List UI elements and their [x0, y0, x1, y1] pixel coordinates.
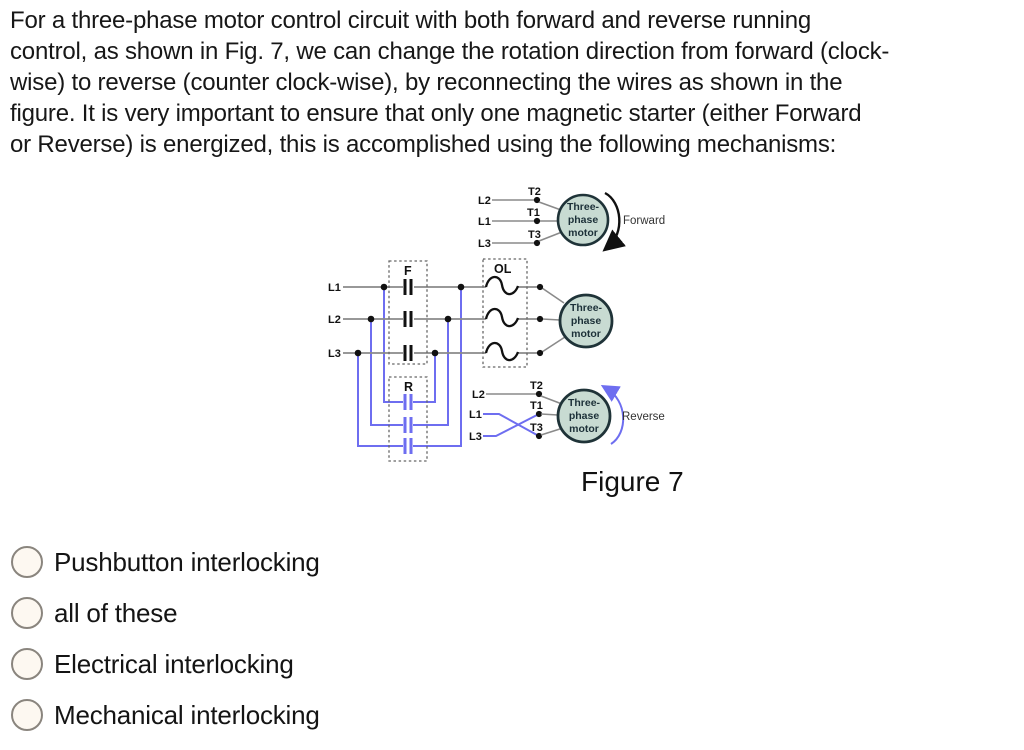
label-t3: T3 — [528, 229, 541, 241]
forward-motor-circle — [556, 193, 610, 247]
label-l3: L3 — [469, 431, 482, 443]
forward-rotation-arrow — [602, 191, 626, 252]
forward-motor-group: L2 T2 L1 T1 L3 T3 Three- phase motor For… — [478, 186, 665, 252]
option-label: Pushbutton interlocking — [54, 546, 320, 577]
r-contactor-box — [388, 376, 428, 462]
ol-box — [482, 258, 528, 368]
label-r: R — [404, 380, 413, 394]
label-t2: T2 — [528, 186, 541, 198]
option-label: all of these — [54, 597, 178, 628]
label-t2: T2 — [530, 380, 543, 392]
motor-text: motor — [571, 328, 601, 340]
reverse-label: Reverse — [622, 411, 665, 423]
motor-text: Three- — [570, 302, 603, 314]
label-l2: L2 — [472, 389, 485, 401]
main-motor-circle — [558, 293, 614, 349]
label-t3: T3 — [530, 422, 543, 434]
option-row-3[interactable]: Electrical interlocking — [11, 648, 320, 680]
reverse-motor-circle — [556, 388, 612, 444]
option-row-2[interactable]: all of these — [11, 597, 320, 629]
reverse-motor-group: L2 T2 L1 L3 T1 T3 Three- phase motor Rev… — [469, 380, 665, 445]
overload-elements — [484, 275, 520, 362]
radio-button[interactable] — [11, 699, 43, 731]
question-text: For a three-phase motor control circuit … — [10, 7, 890, 158]
radio-button[interactable] — [11, 546, 43, 578]
forward-label: Forward — [623, 215, 665, 227]
figure-caption: Figure 7 — [581, 466, 684, 497]
label-l1: L1 — [328, 282, 341, 294]
option-label: Mechanical interlocking — [54, 699, 320, 730]
label-t1: T1 — [530, 400, 543, 412]
label-l2: L2 — [328, 314, 341, 326]
radio-button[interactable] — [11, 648, 43, 680]
f-contactor-box — [388, 260, 428, 365]
motor-text: phase — [568, 214, 599, 226]
label-ol: OL — [494, 262, 512, 276]
motor-text: phase — [571, 315, 602, 327]
label-l2: L2 — [478, 195, 491, 207]
label-l1: L1 — [469, 409, 482, 421]
label-t1: T1 — [527, 207, 540, 219]
motor-text: Three- — [567, 201, 600, 213]
reverse-contactor-wiring — [357, 289, 462, 454]
label-l3: L3 — [478, 238, 491, 250]
option-label: Electrical interlocking — [54, 648, 294, 679]
label-l3: L3 — [328, 348, 341, 360]
answer-options: Pushbutton interlocking all of these Ele… — [11, 546, 320, 750]
label-f: F — [404, 264, 412, 278]
reverse-rotation-arrow — [600, 384, 625, 445]
motor-text: motor — [568, 227, 598, 239]
option-row-4[interactable]: Mechanical interlocking — [11, 699, 320, 731]
motor-text: phase — [569, 410, 600, 422]
label-l1: L1 — [478, 216, 491, 228]
motor-text: Three- — [568, 397, 601, 409]
radio-button[interactable] — [11, 597, 43, 629]
main-circuit-group: L1 L2 L3 — [328, 258, 614, 462]
motor-text: motor — [569, 423, 599, 435]
option-row-1[interactable]: Pushbutton interlocking — [11, 546, 320, 578]
forward-contacts — [403, 279, 413, 361]
